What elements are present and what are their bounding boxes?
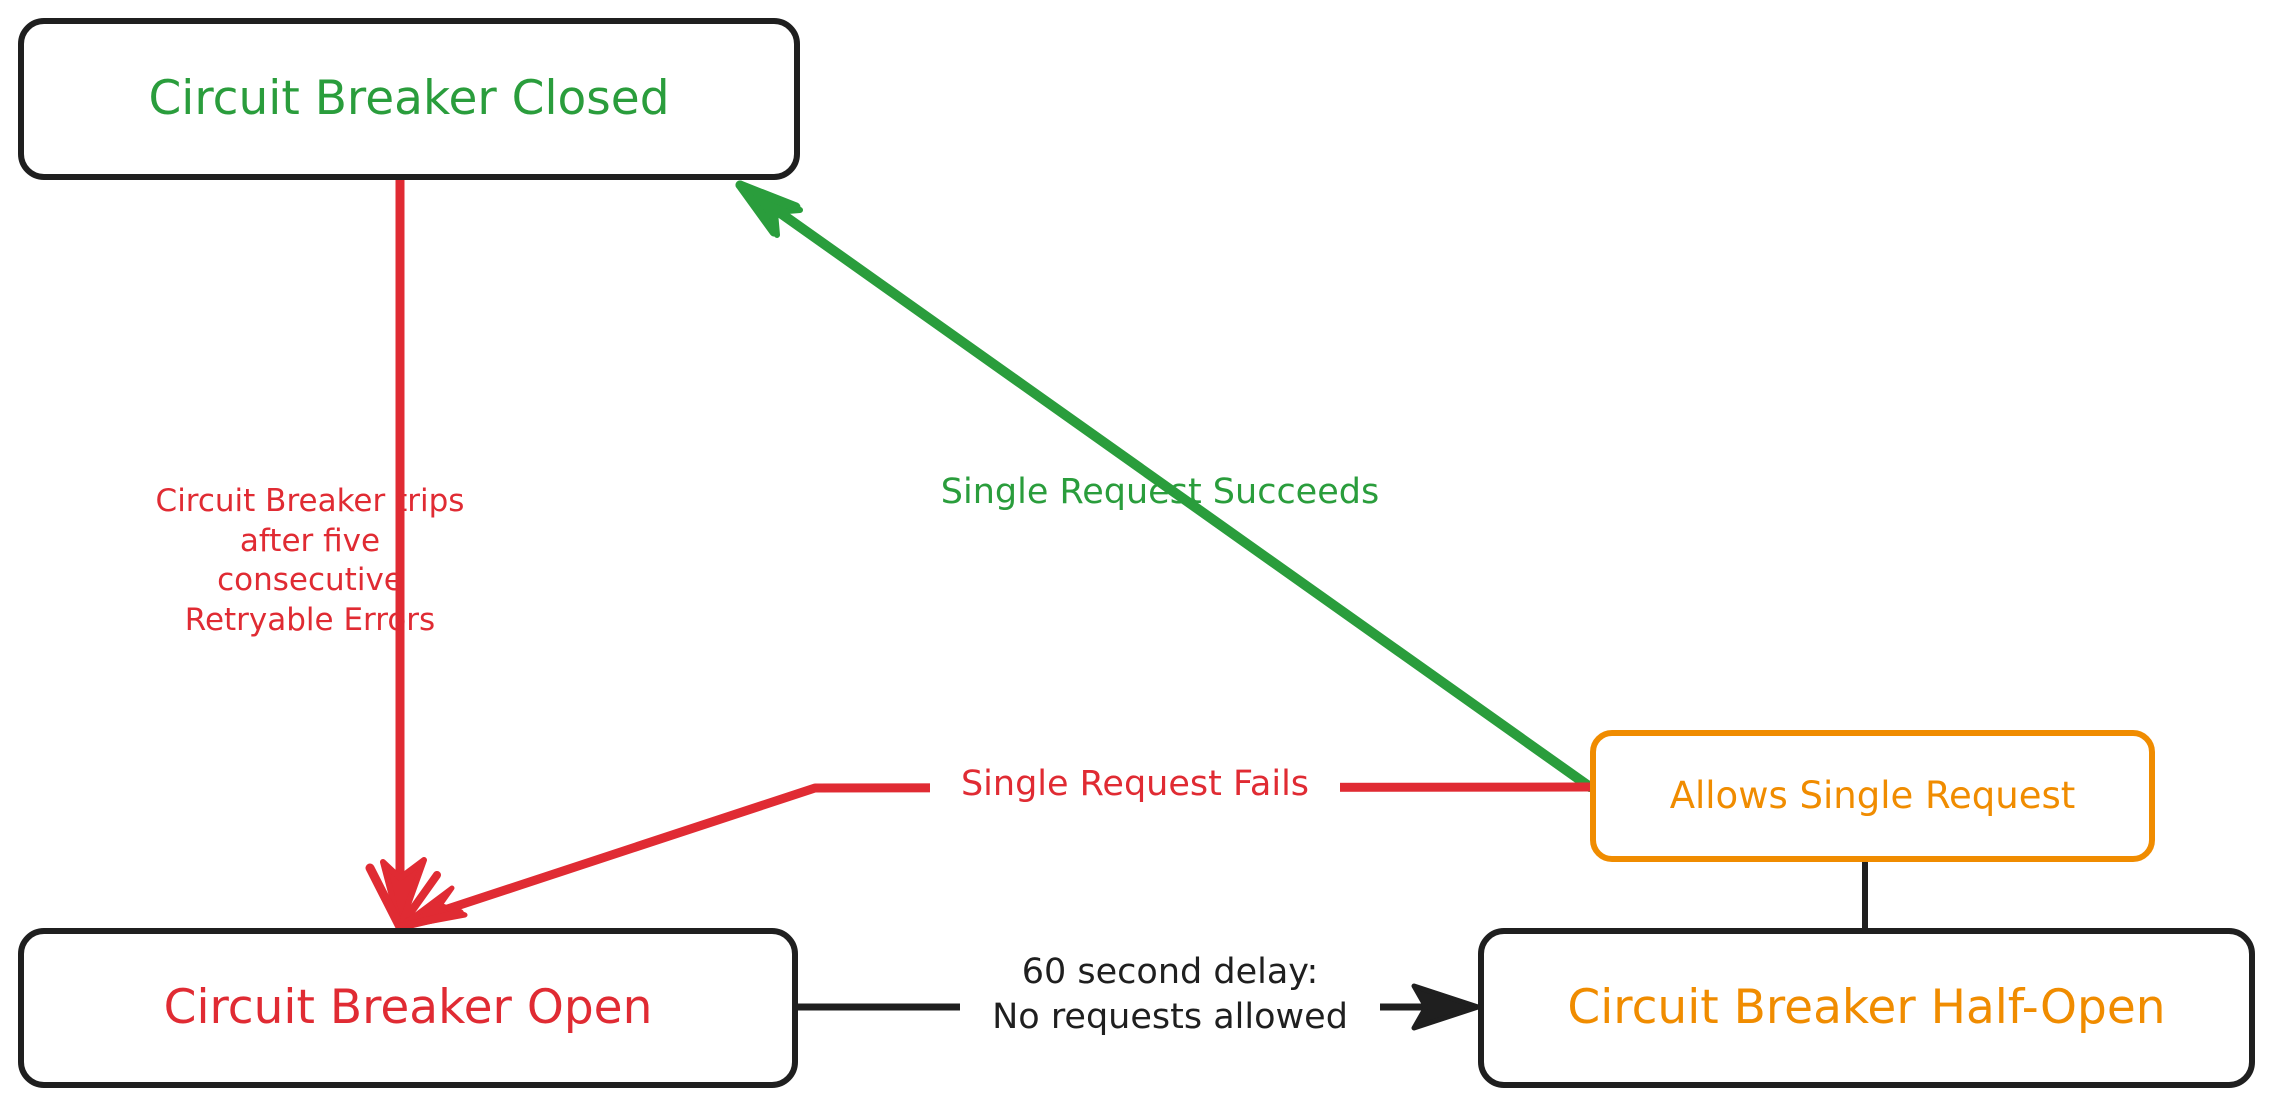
- state-node-label-open: Circuit Breaker Open: [163, 979, 653, 1035]
- edge-allows-to-open-arrow: [396, 782, 1595, 931]
- state-node-circuit-breaker-closed[interactable]: Circuit Breaker Closed: [18, 18, 800, 180]
- state-node-label-half-open: Circuit Breaker Half-Open: [1567, 979, 2166, 1035]
- state-node-circuit-breaker-open[interactable]: Circuit Breaker Open: [18, 928, 798, 1088]
- state-node-label-closed: Circuit Breaker Closed: [148, 70, 670, 126]
- state-node-label-allows-single-request: Allows Single Request: [1669, 773, 2076, 817]
- edge-closed-to-open-arrow: [365, 175, 441, 932]
- state-node-circuit-breaker-half-open[interactable]: Circuit Breaker Half-Open: [1478, 928, 2255, 1088]
- edge-allows-to-closed-arrow: [735, 180, 1595, 792]
- edge-open-to-half-open-arrow: [794, 983, 1481, 1031]
- state-node-allows-single-request[interactable]: Allows Single Request: [1590, 730, 2155, 862]
